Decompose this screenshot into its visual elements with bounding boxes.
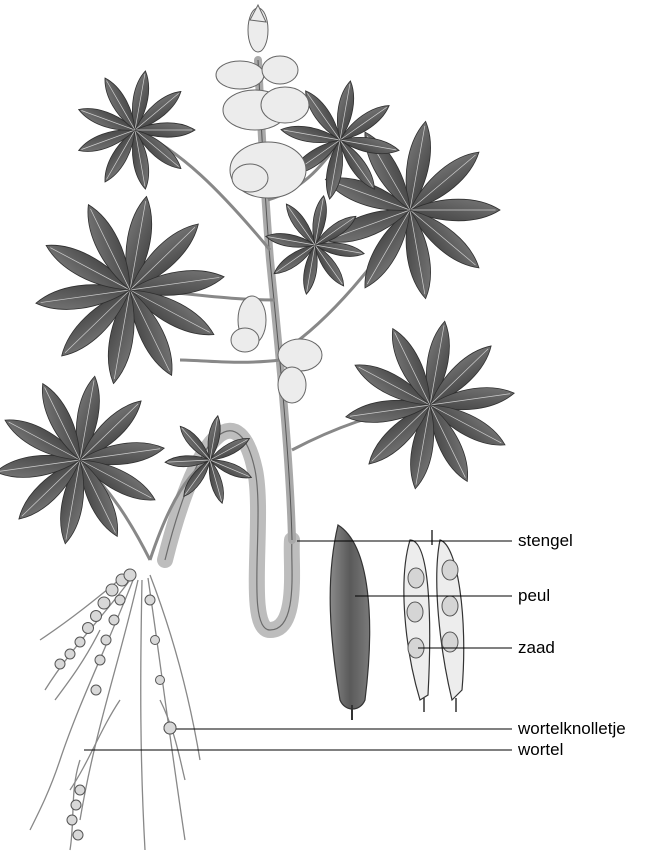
closed-pod xyxy=(330,525,369,720)
palmate-leaf xyxy=(344,320,515,491)
label-peul: peul xyxy=(518,586,550,606)
palmate-leaf xyxy=(0,375,166,546)
seeds xyxy=(407,560,458,658)
palmate-leaf xyxy=(76,70,195,191)
palmate-leaf xyxy=(34,194,225,385)
label-wortelknolletje: wortelknolletje xyxy=(518,719,626,739)
palmate-leaf xyxy=(265,195,366,296)
label-wortel: wortel xyxy=(518,740,563,760)
label-stengel: stengel xyxy=(518,531,573,551)
label-zaad: zaad xyxy=(518,638,555,658)
wortelknolletje-marker xyxy=(164,722,176,734)
